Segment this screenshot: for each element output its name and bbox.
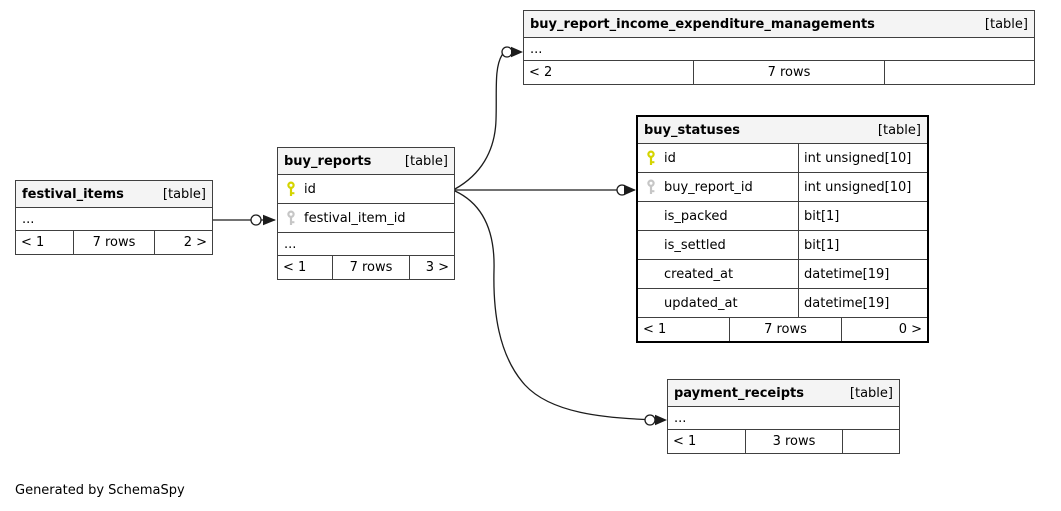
- column-type: datetime[19]: [798, 289, 927, 317]
- table-buy-reports: buy_reports [table] id festival_item_id …: [277, 147, 455, 280]
- foreign-key-icon: [638, 179, 664, 195]
- rows-count: 3 rows: [746, 430, 843, 453]
- children-count: [885, 61, 1034, 84]
- generated-by-note: Generated by SchemaSpy: [15, 483, 185, 498]
- column-type: bit[1]: [798, 202, 927, 230]
- table-footer: < 1 7 rows 0 >: [638, 318, 927, 341]
- collapsed-columns-row: ...: [16, 208, 212, 231]
- column-row: created_at datetime[19]: [638, 260, 927, 289]
- table-type-label: [table]: [162, 186, 206, 202]
- column-type: bit[1]: [798, 231, 927, 259]
- table-name[interactable]: buy_report_income_expenditure_management…: [530, 16, 875, 32]
- rows-count: 7 rows: [694, 61, 885, 84]
- column-name: created_at: [664, 266, 734, 282]
- column-name: is_packed: [664, 208, 728, 224]
- arrowhead-icon: [263, 214, 276, 226]
- column-name: updated_at: [664, 295, 738, 311]
- rows-count: 7 rows: [730, 318, 842, 341]
- table-header: buy_statuses [table]: [638, 117, 927, 144]
- column-name: id: [664, 150, 676, 166]
- connector-circle: [250, 214, 262, 226]
- table-buy-statuses: buy_statuses [table] id int unsigned[10]…: [636, 115, 929, 343]
- rows-count: 7 rows: [333, 256, 410, 279]
- column-name: id: [304, 181, 316, 197]
- connector-circle: [616, 184, 628, 196]
- children-count: [843, 430, 899, 453]
- arrowhead-icon: [624, 184, 636, 196]
- foreign-key-icon: [278, 210, 304, 226]
- collapsed-columns-row: ...: [668, 407, 899, 430]
- parents-count: < 1: [638, 318, 730, 341]
- table-festival-items: festival_items [table] ... < 1 7 rows 2 …: [15, 180, 213, 255]
- table-name[interactable]: payment_receipts: [674, 385, 804, 401]
- parents-count: < 1: [278, 256, 333, 279]
- table-footer: < 2 7 rows: [524, 61, 1034, 84]
- collapsed-columns-row: ...: [524, 38, 1034, 61]
- arrowhead-icon: [511, 46, 523, 58]
- column-row: buy_report_id int unsigned[10]: [638, 173, 927, 202]
- table-buy-report-income-expenditure-managements: buy_report_income_expenditure_management…: [523, 10, 1035, 85]
- parents-count: < 1: [668, 430, 746, 453]
- arrowhead-icon: [655, 414, 667, 426]
- collapsed-columns-row: ...: [278, 233, 454, 256]
- primary-key-icon: [278, 181, 304, 197]
- column-type: int unsigned[10]: [798, 173, 927, 201]
- relationship-line: [454, 190, 666, 421]
- table-type-label: [table]: [877, 122, 921, 138]
- table-payment-receipts: payment_receipts [table] ... < 1 3 rows: [667, 379, 900, 454]
- table-footer: < 1 7 rows 2 >: [16, 231, 212, 254]
- table-name[interactable]: buy_reports: [284, 153, 372, 169]
- connector-circle: [501, 46, 513, 58]
- column-name: festival_item_id: [304, 210, 406, 226]
- table-name[interactable]: festival_items: [22, 186, 124, 202]
- table-type-label: [table]: [404, 153, 448, 169]
- table-header: buy_report_income_expenditure_management…: [524, 11, 1034, 38]
- children-count: 0 >: [898, 322, 922, 337]
- column-type: int unsigned[10]: [798, 144, 927, 172]
- primary-key-icon: [638, 150, 664, 166]
- table-footer: < 1 7 rows 3 >: [278, 256, 454, 279]
- column-name: buy_report_id: [664, 179, 753, 195]
- table-header: festival_items [table]: [16, 181, 212, 208]
- children-count: 2 >: [183, 235, 207, 250]
- relationship-line: [454, 51, 522, 190]
- connector-circle: [644, 414, 656, 426]
- table-name[interactable]: buy_statuses: [644, 122, 741, 138]
- column-type: datetime[19]: [798, 260, 927, 288]
- table-footer: < 1 3 rows: [668, 430, 899, 453]
- column-row: is_settled bit[1]: [638, 231, 927, 260]
- table-header: payment_receipts [table]: [668, 380, 899, 407]
- column-row: id int unsigned[10]: [638, 144, 927, 173]
- table-header: buy_reports [table]: [278, 148, 454, 175]
- column-name: is_settled: [664, 237, 726, 253]
- column-row: is_packed bit[1]: [638, 202, 927, 231]
- rows-count: 7 rows: [74, 231, 155, 254]
- table-type-label: [table]: [984, 16, 1028, 32]
- parents-count: < 1: [16, 231, 74, 254]
- table-type-label: [table]: [849, 385, 893, 401]
- column-row: id: [278, 175, 454, 204]
- children-count: 3 >: [425, 260, 449, 275]
- column-row: updated_at datetime[19]: [638, 289, 927, 318]
- column-row: festival_item_id: [278, 204, 454, 233]
- parents-count: < 2: [524, 61, 694, 84]
